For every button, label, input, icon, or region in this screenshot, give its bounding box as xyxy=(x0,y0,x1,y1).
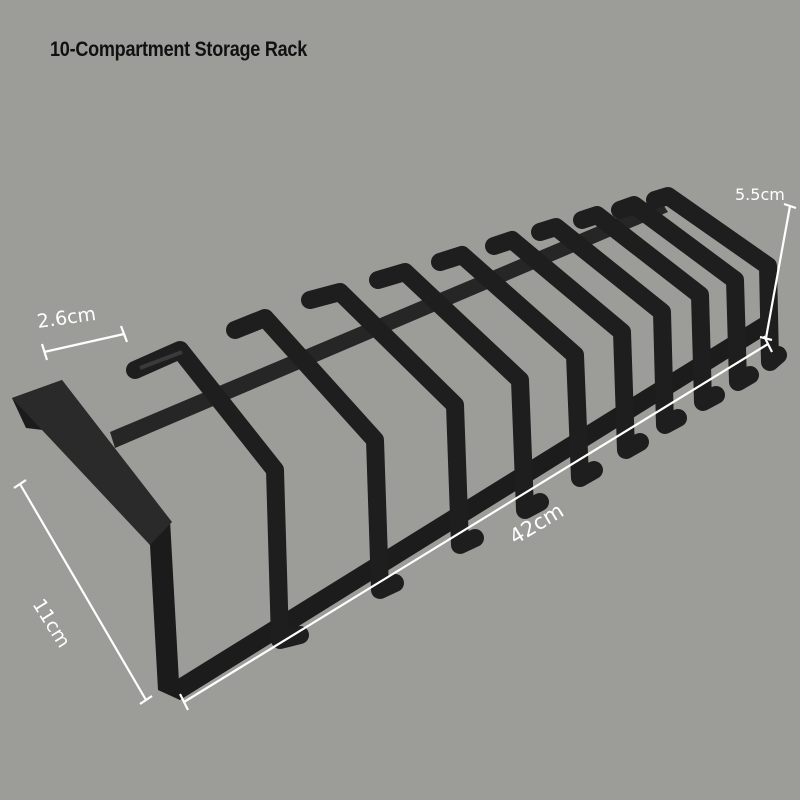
rack-end-plate-top xyxy=(12,380,172,545)
rack-divider xyxy=(226,309,404,599)
rack-divider xyxy=(646,187,787,371)
dim-line-slot-spacing xyxy=(43,332,125,354)
rack-divider xyxy=(531,218,687,434)
product-title: 10-Compartment Storage Rack xyxy=(50,38,307,61)
label-height: 5.5cm xyxy=(735,185,785,204)
dim-line-height xyxy=(764,205,792,339)
rack-divider xyxy=(369,263,549,519)
rack-divider xyxy=(611,196,759,391)
rack-divider xyxy=(301,283,484,554)
label-width: 11cm xyxy=(28,595,75,652)
rack-highlight xyxy=(139,350,183,370)
dim-line-width xyxy=(19,483,147,701)
dim-line-length xyxy=(183,343,769,703)
label-slot-spacing: 2.6cm xyxy=(36,303,98,333)
rack-divider xyxy=(431,246,603,487)
rack-divider xyxy=(573,206,725,411)
rack-divider xyxy=(485,231,649,459)
storage-rack xyxy=(12,187,787,700)
dimension-lines xyxy=(13,202,797,711)
